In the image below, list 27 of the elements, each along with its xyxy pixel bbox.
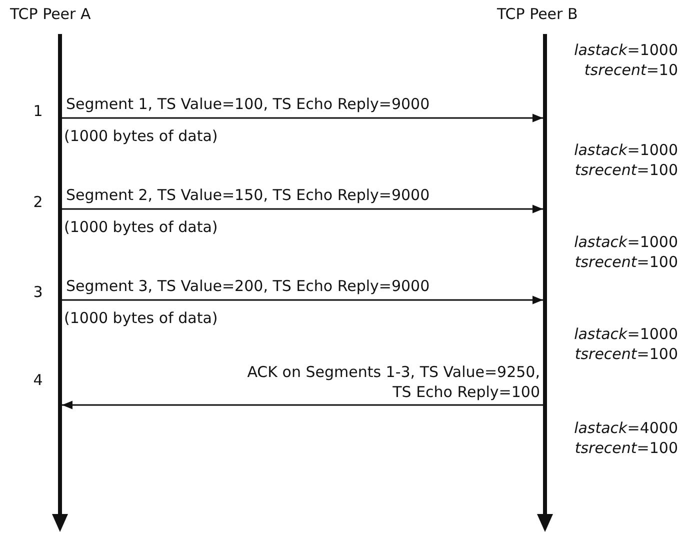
state-value: lastack=1000: [574, 140, 678, 160]
participant-label: TCP Peer A: [10, 4, 91, 24]
step-number: 4: [32, 370, 44, 390]
state-value: tsrecent=10: [584, 60, 678, 80]
step-number: 3: [32, 282, 44, 302]
message-label: Segment 2, TS Value=150, TS Echo Reply=9000: [66, 185, 430, 205]
data-note: (1000 bytes of data): [64, 308, 218, 328]
step-number: 2: [32, 192, 44, 212]
message-arrow: [61, 204, 543, 214]
state-value: tsrecent=100: [574, 344, 678, 364]
state-value: tsrecent=100: [574, 160, 678, 180]
message-label: Segment 1, TS Value=100, TS Echo Reply=9000: [66, 94, 430, 114]
step-number: 1: [32, 101, 44, 121]
message-arrow: [62, 400, 544, 410]
participant-label: TCP Peer B: [497, 4, 578, 24]
message-label: Segment 3, TS Value=200, TS Echo Reply=9000: [66, 276, 430, 296]
data-note: (1000 bytes of data): [64, 217, 218, 237]
state-value: lastack=1000: [574, 324, 678, 344]
state-value: lastack=1000: [574, 40, 678, 60]
state-value: lastack=1000: [574, 232, 678, 252]
message-arrow: [61, 114, 543, 122]
message-label: ACK on Segments 1-3, TS Value=9250, TS Echo Reply=100: [246, 362, 540, 402]
data-note: (1000 bytes of data): [64, 126, 218, 146]
message-arrow: [61, 296, 543, 304]
state-value: tsrecent=100: [574, 438, 678, 458]
state-value: lastack=4000: [574, 418, 678, 438]
state-value: tsrecent=100: [574, 252, 678, 272]
